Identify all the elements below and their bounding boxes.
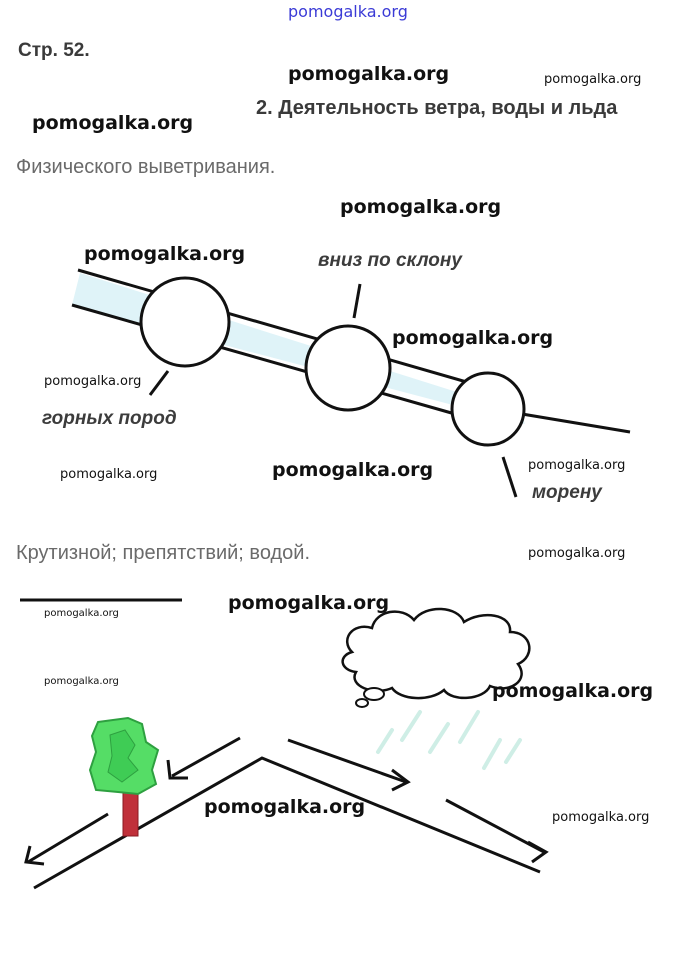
watermark: pomogalka.org bbox=[44, 676, 119, 687]
pointer-top bbox=[352, 283, 362, 319]
page-number: Стр. 52. bbox=[18, 40, 90, 61]
label-moraine: морену bbox=[532, 482, 602, 503]
flow-arrow-head-left-lower bbox=[24, 845, 45, 866]
pointer-left bbox=[148, 370, 170, 396]
watermark: pomogalka.org bbox=[288, 63, 450, 85]
slope-lower-line bbox=[71, 303, 456, 416]
watermark: pomogalka.org bbox=[544, 72, 642, 87]
boulder-medium bbox=[304, 324, 392, 412]
watermark: pomogalka.org bbox=[340, 196, 502, 218]
watermark: pomogalka.org bbox=[392, 327, 554, 349]
flow-arrow-head-left-upper bbox=[166, 759, 188, 780]
rain-icon bbox=[376, 710, 522, 770]
cloud-puff-1 bbox=[363, 687, 385, 701]
answer-1-text: Физического выветривания. bbox=[16, 156, 276, 178]
slope-tail-line bbox=[521, 412, 631, 434]
flow-arrow-head-right-lower bbox=[527, 840, 549, 864]
flow-arrow-left-upper bbox=[171, 736, 241, 778]
watermark: pomogalka.org bbox=[84, 243, 246, 265]
watermark: pomogalka.org bbox=[60, 467, 158, 482]
watermark: pomogalka.org bbox=[492, 680, 654, 702]
watermark: pomogalka.org bbox=[204, 796, 366, 818]
watermark: pomogalka.org bbox=[272, 459, 434, 481]
cloud-puff-2 bbox=[355, 698, 369, 708]
watermark: pomogalka.org bbox=[528, 546, 626, 561]
watermark: pomogalka.org bbox=[528, 458, 626, 473]
mountain-ridge bbox=[33, 756, 541, 890]
boulder-large bbox=[139, 276, 231, 368]
section-title: 2. Деятельность ветра, воды и льда bbox=[256, 97, 618, 119]
flow-arrow-right-upper bbox=[287, 738, 407, 784]
watermark: pomogalka.org bbox=[552, 810, 650, 825]
label-downslope: вниз по склону bbox=[318, 250, 462, 271]
tree-crown-detail bbox=[107, 729, 139, 783]
watermark: pomogalka.org bbox=[32, 112, 194, 134]
top-site-link[interactable]: pomogalka.org bbox=[288, 2, 408, 21]
watermark: pomogalka.org bbox=[44, 374, 142, 389]
flow-arrow-head-right-upper bbox=[391, 768, 411, 792]
watermark: pomogalka.org bbox=[228, 592, 390, 614]
slope-upper-line bbox=[77, 268, 471, 385]
slope-figure bbox=[71, 268, 631, 498]
water-flow-figure bbox=[24, 607, 549, 890]
answer-2-text: Крутизной; препятствий; водой. bbox=[16, 542, 311, 564]
label-rocks: горных пород bbox=[42, 408, 177, 429]
flow-arrow-left-lower bbox=[27, 812, 109, 864]
watermark: pomogalka.org bbox=[44, 608, 119, 619]
pointer-right bbox=[501, 456, 518, 498]
boulder-small bbox=[450, 371, 526, 447]
